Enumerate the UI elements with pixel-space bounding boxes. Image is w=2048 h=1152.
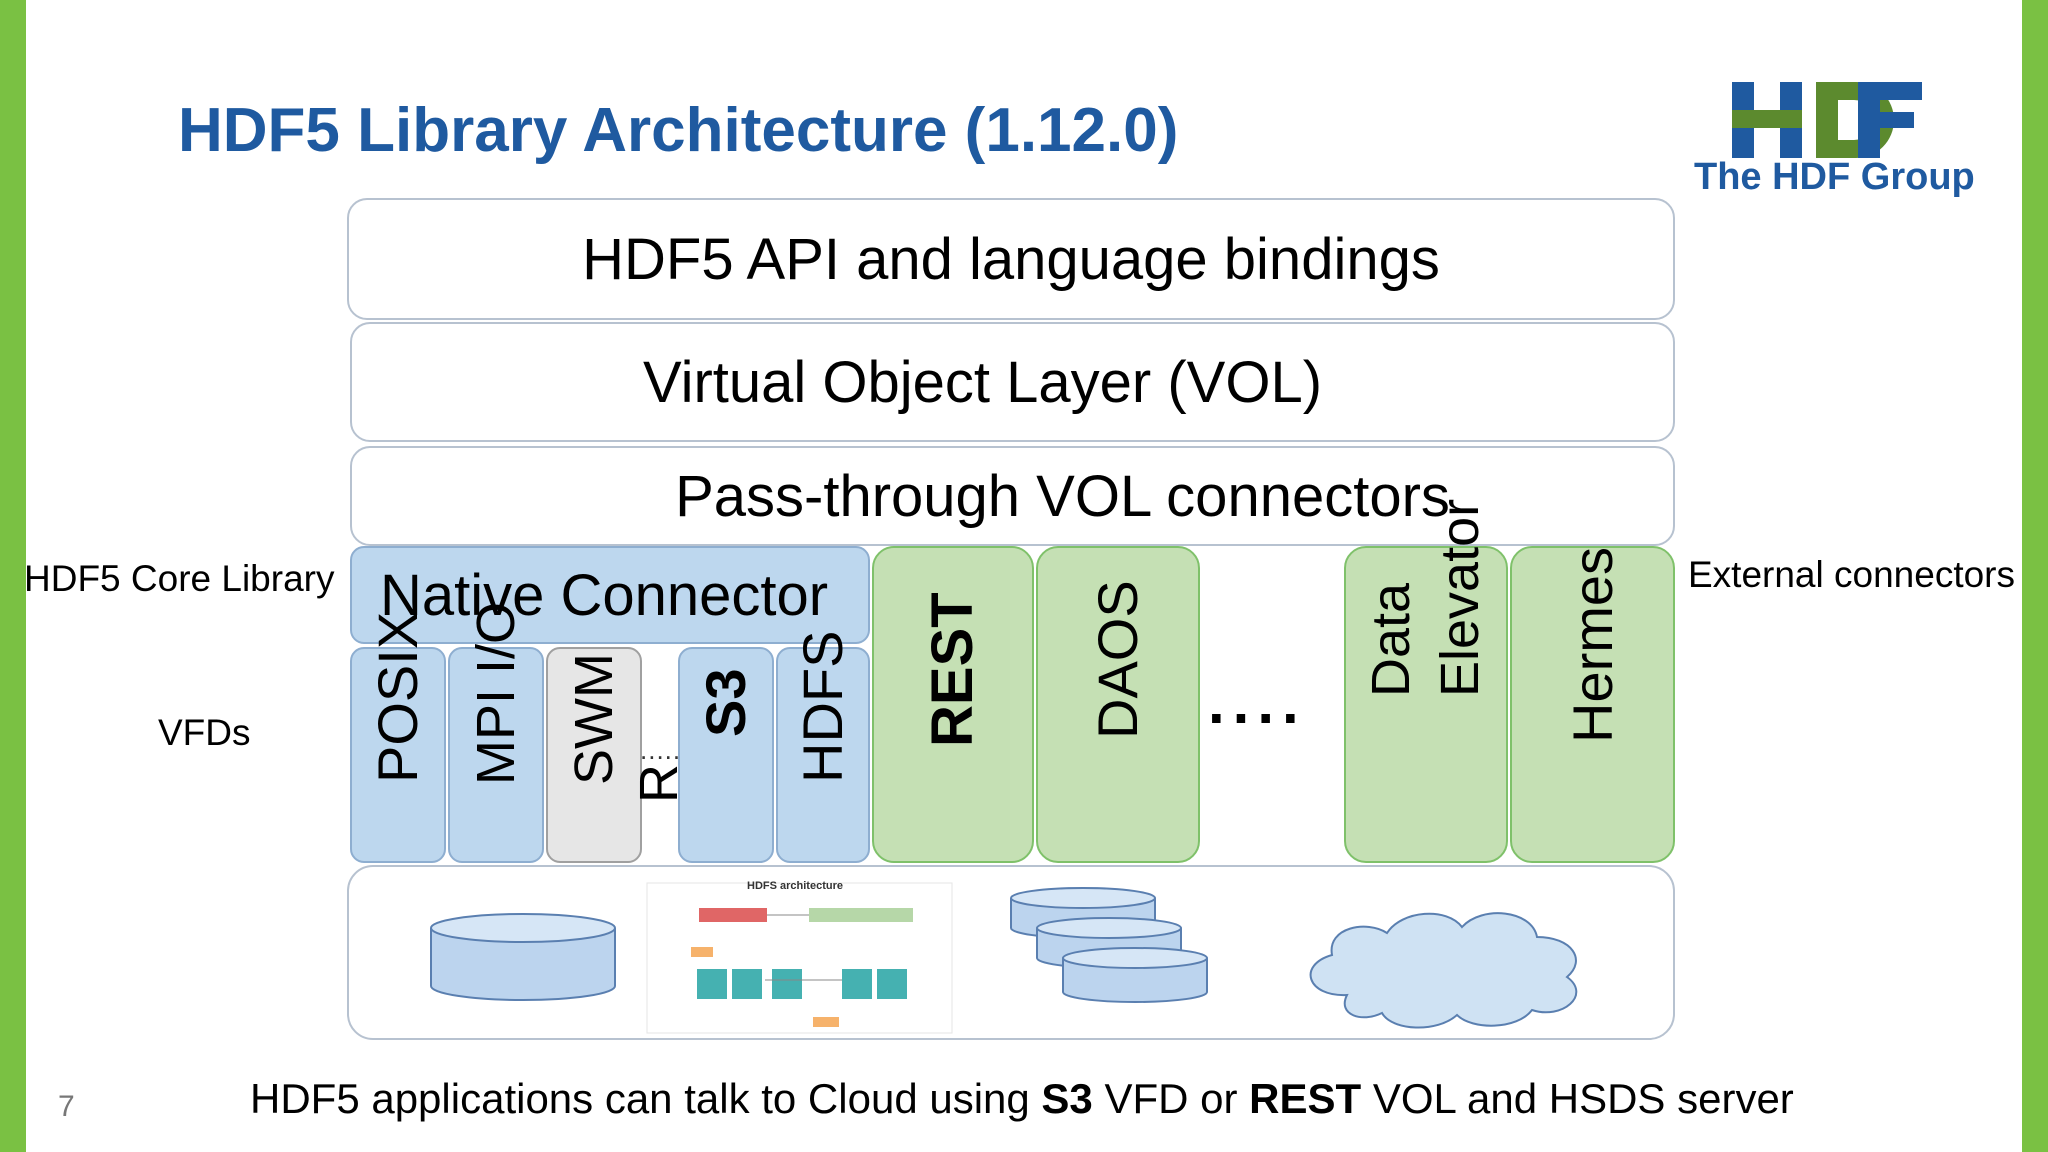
vfd-s3-label: S3 [694,668,757,738]
storage-illustrations: HDFS architecture [430,880,1578,1034]
footer-part2: VFD or [1092,1075,1250,1122]
footer-s3: S3 [1041,1075,1093,1122]
disk-icon [430,913,616,1001]
database-stack-icon [1010,887,1208,1003]
hdf-logo-mark-icon [1732,82,1922,158]
vfd-ellipsis: ..... [640,735,682,765]
vol-layer-label: Virtual Object Layer (VOL) [642,349,1323,415]
page-number: 7 [58,1090,75,1123]
core-library-label: HDF5 Core Library [24,558,335,599]
vfd-s3: S3 [678,647,774,863]
vfd-swm: SWM [546,647,642,863]
connector-data-elevator-label: Data Elevator [1360,498,1490,697]
right-accent-bar [2022,0,2048,1152]
connector-hermes: Hermes [1510,546,1675,863]
vfd-mpi-io-label: MPI I/O [466,601,526,785]
hdf-logo [1732,80,1922,160]
vfd-mpi-io: MPI I/O [448,602,544,863]
connector-rest-label: REST [920,592,985,747]
footer-rest: REST [1249,1075,1362,1122]
passthrough-layer-label: Pass-through VOL connectors [675,463,1450,529]
connector-daos-label: DAOS [1086,580,1149,739]
footer-caption: HDF5 applications can talk to Cloud usin… [250,1075,1794,1123]
vfd-hdfs: HDFS [776,631,870,863]
slide-title: HDF5 Library Architecture (1.12.0) [178,96,1179,165]
native-connector: Native Connector [350,546,870,644]
connector-daos: DAOS [1036,546,1200,863]
api-layer: HDF5 API and language bindings [347,198,1675,320]
vfd-posix-label: POSIX [366,611,429,783]
vfds-label: VFDs [158,712,251,753]
vfd-swm-label: SWM [564,653,624,785]
hdfs-architecture-thumbnail-icon [646,882,953,1034]
left-accent-bar [0,0,26,1152]
connector-ellipsis: .... [1208,669,1307,736]
passthrough-layer: Pass-through VOL connectors [350,446,1675,546]
hdf-group-name: The HDF Group [1694,156,1975,198]
hdfs-thumb-title: HDFS architecture [747,880,843,892]
external-connectors-label: External connectors [1688,554,2016,595]
native-connector-label: Native Connector [380,562,829,628]
vfd-posix: POSIX [350,612,446,863]
connector-data-elevator: Data Elevator [1344,499,1508,863]
vfd-hdfs-label: HDFS [791,630,854,783]
vol-layer: Virtual Object Layer (VOL) [350,322,1675,442]
api-layer-label: HDF5 API and language bindings [582,226,1440,292]
connector-hermes-label: Hermes [1560,546,1624,743]
cloud-icon [1309,912,1578,1029]
connector-rest: REST [872,546,1034,863]
footer-part1: HDF5 applications can talk to Cloud usin… [250,1075,1042,1122]
footer-part3: VOL and HSDS server [1361,1075,1794,1122]
